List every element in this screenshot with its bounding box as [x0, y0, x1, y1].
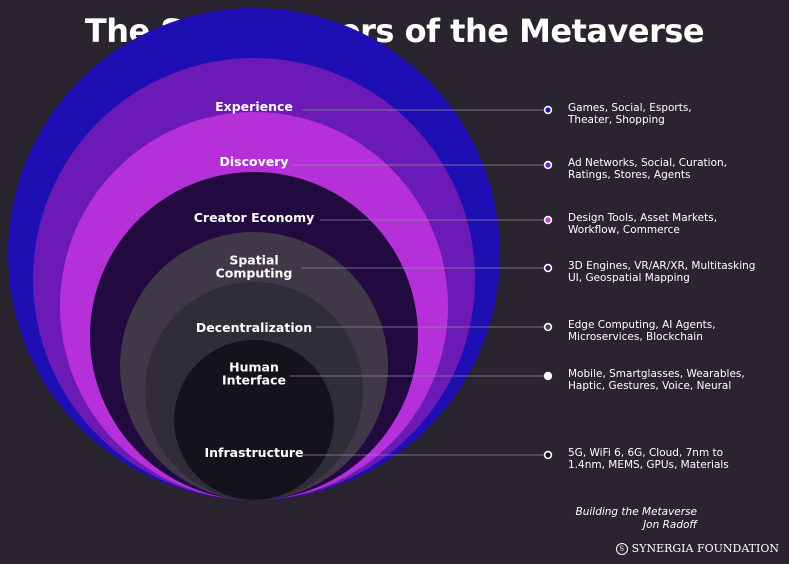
layer-label-line: Computing [216, 266, 293, 281]
layer-label-creator-economy: Creator Economy [194, 210, 315, 225]
marker-dot-inner-decentralization [545, 324, 551, 330]
layer-description-line: Haptic, Gestures, Voice, Neural [568, 380, 731, 392]
marker-dot-inner-spatial-computing [545, 265, 551, 271]
layer-description-line: Mobile, Smartglasses, Wearables, [568, 368, 745, 380]
brand-mark-icon: S [615, 542, 628, 555]
layer-description-human-interface: Mobile, Smartglasses, Wearables,Haptic, … [568, 368, 745, 392]
marker-dot-inner-infrastructure [545, 452, 551, 458]
layer-label-decentralization: Decentralization [196, 320, 312, 335]
layer-description-experience: Games, Social, Esports,Theater, Shopping [567, 102, 692, 126]
layer-label-line: Infrastructure [205, 445, 304, 460]
layer-label-experience: Experience [215, 99, 293, 114]
credit-book: Building the Metaverse [575, 506, 698, 518]
layer-label-line: Decentralization [196, 320, 312, 335]
layer-label-discovery: Discovery [219, 154, 288, 169]
layer-description-decentralization: Edge Computing, AI Agents,Microservices,… [568, 319, 716, 343]
layer-label-line: Interface [222, 373, 286, 388]
layer-description-line: Games, Social, Esports, [568, 102, 692, 114]
layer-description-creator-economy: Design Tools, Asset Markets,Workflow, Co… [568, 212, 717, 236]
layer-label-line: Spatial [229, 253, 278, 268]
layer-description-discovery: Ad Networks, Social, Curation,Ratings, S… [568, 157, 727, 181]
layer-label-line: Human [229, 360, 279, 375]
layer-description-line: UI, Geospatial Mapping [568, 272, 690, 284]
layer-description-line: Microservices, Blockchain [568, 331, 703, 343]
source-credit: Building the Metaverse Jon Radoff [497, 506, 698, 532]
layer-description-line: 1.4nm, MEMS, GPUs, Materials [568, 459, 729, 471]
layer-description-line: 3D Engines, VR/AR/XR, Multitasking [568, 260, 755, 272]
layer-description-line: Ad Networks, Social, Curation, [568, 157, 727, 169]
layer-label-line: Experience [215, 99, 293, 114]
layer-label-line: Creator Economy [194, 210, 315, 225]
marker-dot-inner-discovery [545, 162, 551, 168]
brand-name: SYNERGIA FOUNDATION [631, 542, 779, 555]
layer-label-line: Discovery [219, 154, 288, 169]
layer-label-infrastructure: Infrastructure [205, 445, 304, 460]
layer-description-line: Ratings, Stores, Agents [568, 169, 690, 181]
layer-description-line: Workflow, Commerce [568, 224, 680, 236]
marker-dot-inner-experience [545, 107, 551, 113]
layer-description-line: Edge Computing, AI Agents, [568, 319, 716, 331]
marker-dot-inner-creator-economy [545, 217, 551, 223]
layer-description-line: Theater, Shopping [567, 114, 665, 126]
layer-description-line: 5G, WiFi 6, 6G, Cloud, 7nm to [568, 447, 723, 459]
layer-description-line: Design Tools, Asset Markets, [568, 212, 717, 224]
marker-dot-inner-human-interface [545, 373, 551, 379]
brand-logo: S SYNERGIA FOUNDATION [615, 542, 779, 555]
credit-author: Jon Radoff [643, 519, 697, 531]
layer-circle-infrastructure [174, 340, 334, 500]
